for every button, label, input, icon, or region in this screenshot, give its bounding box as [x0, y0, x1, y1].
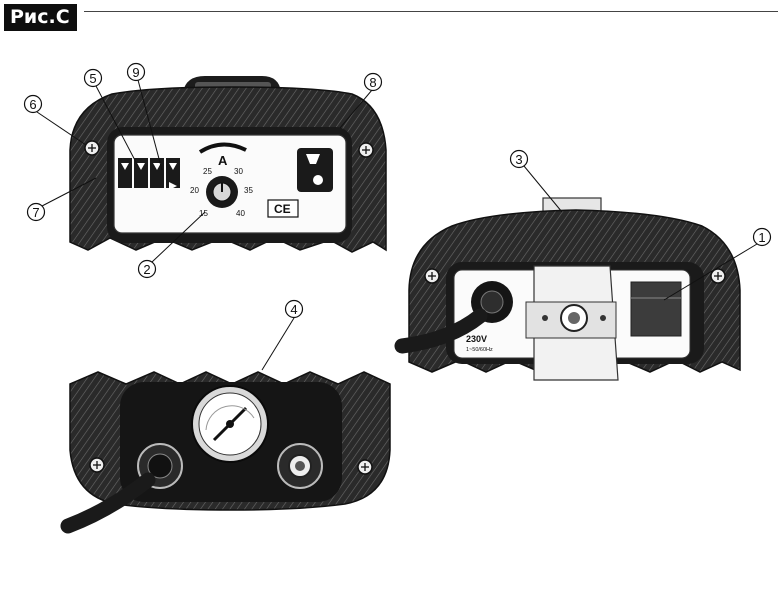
callout-5: 5: [83, 68, 103, 88]
torch-icon: [306, 154, 320, 164]
svg-text:7: 7: [32, 205, 39, 220]
callout-6: 6: [23, 94, 43, 114]
scale-label: 20: [190, 186, 199, 195]
screw-icon: [357, 459, 373, 475]
svg-text:1: 1: [758, 230, 765, 245]
scale-label: 30: [234, 167, 243, 176]
svg-text:8: 8: [369, 75, 376, 90]
pressure-gauge-icon: [191, 385, 269, 463]
ce-mark: CE: [274, 202, 291, 216]
screw-icon: [710, 268, 726, 284]
front-view: A 15 20 25 30 35 40 CE: [69, 76, 387, 253]
callout-8: 8: [363, 72, 383, 92]
scale-label: 35: [244, 186, 253, 195]
screw-icon: [89, 457, 105, 473]
screw-icon: [358, 142, 374, 158]
svg-text:6: 6: [29, 97, 36, 112]
indicator-lamps: [118, 158, 180, 190]
svg-text:9: 9: [132, 65, 139, 80]
scale-label: 25: [203, 167, 212, 176]
voltage-label: 230V: [466, 334, 487, 344]
callout-4: 4: [284, 299, 304, 319]
screw-icon: [84, 140, 100, 156]
callout-3: 3: [509, 149, 529, 169]
ampere-unit-label: A: [218, 153, 228, 168]
top-rule: [84, 11, 778, 12]
callout-2: 2: [137, 259, 157, 279]
callout-1: 1: [752, 227, 772, 247]
callout-7: 7: [26, 202, 46, 222]
power-cable: [394, 308, 488, 354]
arc-symbol-icon: [198, 142, 247, 154]
rating-plate: [630, 281, 682, 337]
voltage-sublabel: 1~50/60Hz: [466, 347, 493, 353]
svg-text:2: 2: [143, 262, 150, 277]
svg-text:3: 3: [515, 152, 522, 167]
callout-9: 9: [126, 62, 146, 82]
torch-cable: [60, 472, 156, 534]
rear-view: 230V 1~50/60Hz: [394, 197, 741, 381]
play-icon: [169, 182, 177, 190]
gauge-view: [60, 371, 391, 534]
callout-leaders: [36, 79, 758, 371]
torch-selector[interactable]: [297, 148, 333, 192]
figure-title: Рис.С: [4, 4, 77, 31]
screw-icon: [424, 268, 440, 284]
svg-text:4: 4: [290, 302, 297, 317]
svg-text:5: 5: [89, 71, 96, 86]
scale-label: 40: [236, 209, 245, 218]
